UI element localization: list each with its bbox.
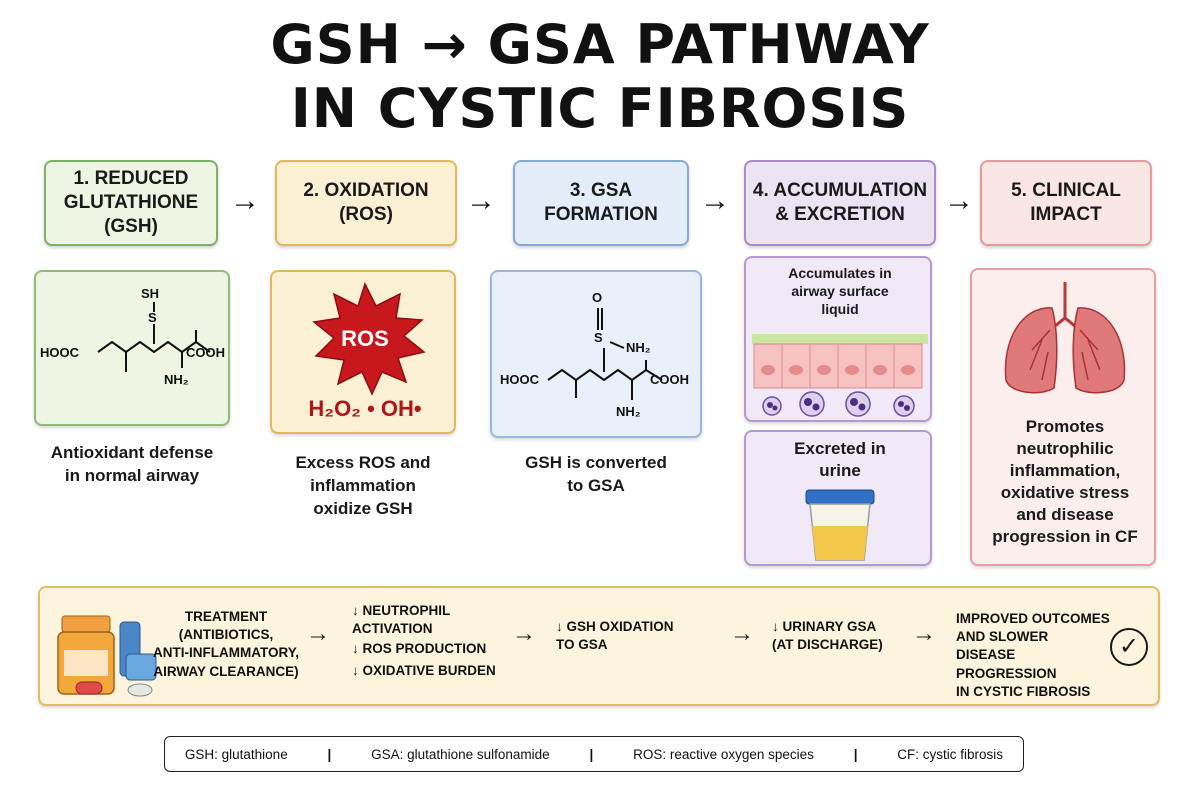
legend-gsa: GSA: glutathione sulfonamide [371,746,550,762]
arrow-icon: → [466,184,496,217]
amine-label: NH₂ [164,372,189,387]
step-3-box: 3. GSA FORMATION [513,160,689,246]
airway-text: Accumulates in airway surface liquid [788,265,892,318]
legend-ros: ROS: reactive oxygen species [633,746,814,762]
outcome-text: IMPROVED OUTCOMES AND SLOWER DISEASE PRO… [956,611,1110,699]
nh2-bottom-label: NH₂ [616,404,641,419]
urinary-gsa-effect: ↓ URINARY GSA (AT DISCHARGE) [772,619,883,653]
panel3-caption: GSH is converted to GSA [525,453,667,495]
gsh-oxidation-effect: ↓ GSH OXIDATION TO GSA [556,619,674,653]
treatment-label: TREATMENT (ANTIBIOTICS, ANTI-INFLAMMATOR… [153,609,299,679]
treatment-box: TREATMENT (ANTIBIOTICS, ANTI-INFLAMMATOR… [38,586,1160,706]
ros-badge-label: ROS [341,326,389,351]
legend-cf: CF: cystic fibrosis [897,746,1004,762]
clinical-impact-panel: Promotes neutrophilic inflammation, oxid… [970,268,1156,566]
step-2-box: 2. OXIDATION (ROS) [275,160,457,246]
cooh-label: COOH [186,345,225,360]
legend-separator: | [853,746,858,762]
arrow-icon: → [730,620,754,647]
clinical-impact-text: Promotes neutrophilic inflammation, oxid… [992,417,1138,547]
step-1-box: 1. REDUCED GLUTATHIONE (GSH) [44,160,218,246]
legend-separator: | [327,746,332,762]
arrow-icon: → [306,620,330,647]
panel2-caption: Excess ROS and inflammation oxidize GSH [295,453,431,518]
legend-gsh: GSH: glutathione [184,746,288,762]
title-line-1: GSH → GSA PATHWAY [270,13,930,76]
effect-oxidative: ↓ OXIDATIVE BURDEN [352,663,496,678]
arrow-icon: → [230,184,260,217]
step-4-box: 4. ACCUMULATION & EXCRETION [744,160,936,246]
urine-text: Excreted in urine [794,439,886,481]
panel1-caption: Antioxidant defense in normal airway [50,443,214,485]
hooc-label: HOOC [40,345,79,360]
cooh-label: COOH [650,372,689,387]
oxygen-label: O [592,290,603,305]
abbreviation-legend: GSH: glutathione | GSA: glutathione sulf… [164,736,1024,772]
checkmark-icon: ✓ [1110,628,1148,666]
arrow-icon: → [944,184,974,217]
effect-neutrophil: ↓ NEUTROPHIL ACTIVATION [352,603,451,637]
hooc-label: HOOC [500,372,539,387]
lungs-icon [1004,282,1126,394]
arrow-icon: → [700,184,730,217]
urine-cup-icon [805,489,875,561]
arrow-icon: → [512,620,536,647]
medication-icon [57,615,157,697]
arrow-icon: → [912,620,936,647]
step-5-box: 5. CLINICAL IMPACT [980,160,1152,246]
nh2-top-label: NH₂ [626,340,651,355]
gsa-structure-icon [547,308,663,400]
ros-panel: ROS H₂O₂ • OH• [270,270,456,434]
urine-panel: Excreted in urine [744,430,932,566]
sulfur-label: S [594,330,603,345]
gsa-structure-panel: O S NH₂ HOOC COOH NH₂ [490,270,702,438]
ros-species: H₂O₂ • OH• [308,396,422,421]
gsh-structure-icon [97,302,211,372]
sh-label: SH [141,286,160,301]
airway-panel: Accumulates in airway surface liquid [744,256,932,422]
airway-epithelium-icon [752,334,928,417]
gsh-structure-panel: SH S HOOC COOH NH₂ [34,270,230,426]
ros-starburst-icon [312,282,426,396]
effect-ros: ↓ ROS PRODUCTION [352,641,487,656]
title-line-2: IN CYSTIC FIBROSIS [290,77,910,140]
legend-separator: | [589,746,594,762]
sulfur-label: S [148,310,157,325]
